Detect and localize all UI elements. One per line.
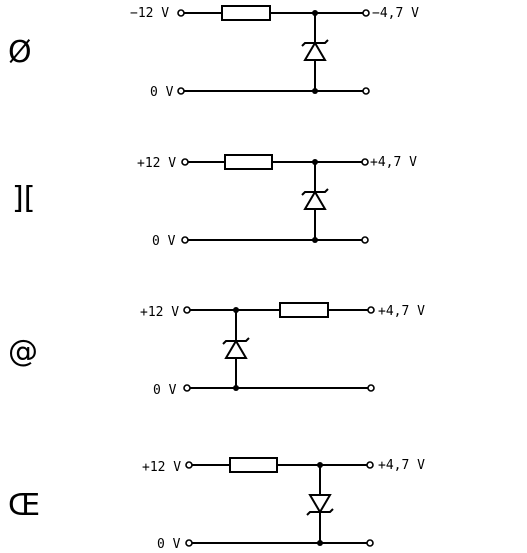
circuit-b-zener-diode: [303, 190, 327, 210]
circuit-b-zener-bar: [301, 188, 329, 196]
circuit-c-resistor: [279, 302, 329, 318]
circuit-d: +12 V 0 V +4,7 V: [142, 457, 425, 552]
circuit-d-resistor: [229, 457, 278, 473]
circuit-d-ground-terminal: [185, 539, 193, 547]
circuit-d-zener-bar: [306, 508, 334, 516]
circuit-d-ground-label: 0 V: [157, 537, 181, 552]
circuit-a-zener-diode: [303, 41, 327, 61]
circuit-d-output-terminal: [366, 461, 374, 469]
circuit-a-output-terminal: [362, 9, 370, 17]
circuit-a-output-ground-terminal: [362, 87, 370, 95]
circuit-c-ground-label: 0 V: [153, 383, 177, 398]
circuit-b: +12 V 0 V +4,7 V: [137, 154, 417, 249]
circuit-a-input-terminal: [177, 9, 185, 17]
circuit-b-ground-terminal: [181, 236, 189, 244]
circuit-c-input-label: +12 V: [140, 305, 179, 320]
circuit-d-output-label: +4,7 V: [378, 458, 425, 473]
circuit-b-input-terminal: [181, 158, 189, 166]
circuit-d-input-terminal: [185, 461, 193, 469]
circuit-a-node-top: [312, 10, 318, 16]
option-letter-b: ][: [12, 181, 36, 216]
circuit-b-output-label: +4,7 V: [370, 155, 417, 170]
circuit-c-zener-diode: [224, 339, 248, 359]
circuit-d-node-bottom: [317, 540, 323, 546]
circuit-a-ground-label: 0 V: [150, 85, 174, 100]
circuit-a-input-label: −12 V: [130, 6, 169, 21]
circuit-b-input-label: +12 V: [137, 156, 176, 171]
circuit-c-output-terminal: [367, 306, 375, 314]
circuit-d-input-label: +12 V: [142, 460, 181, 475]
circuit-c-output-label: +4,7 V: [378, 304, 425, 319]
circuit-c-node-bottom: [233, 385, 239, 391]
circuit-b-ground-label: 0 V: [152, 234, 176, 249]
circuit-b-output-terminal: [361, 158, 369, 166]
circuit-d-node-top: [317, 462, 323, 468]
circuit-b-node-bottom: [312, 237, 318, 243]
circuit-d-zener-diode: [308, 494, 332, 514]
circuit-a: −12 V 0 V −4,7 V: [130, 5, 419, 100]
circuit-a-ground-terminal: [177, 87, 185, 95]
circuit-d-output-ground-terminal: [366, 539, 374, 547]
circuit-c-ground-terminal: [183, 384, 191, 392]
circuit-b-output-ground-terminal: [361, 236, 369, 244]
circuit-c-input-terminal: [183, 306, 191, 314]
circuit-a-node-bottom: [312, 88, 318, 94]
circuit-a-output-label: −4,7 V: [372, 6, 419, 21]
circuit-b-resistor: [224, 154, 273, 170]
circuit-a-zener-bar: [301, 39, 329, 47]
option-letter-c: @: [8, 334, 38, 369]
circuit-c: +12 V 0 V +4,7 V: [140, 302, 425, 398]
circuit-b-node-top: [312, 159, 318, 165]
circuit-c-node-top: [233, 307, 239, 313]
option-letter-a: Ø: [8, 35, 32, 70]
circuit-c-output-ground-terminal: [367, 384, 375, 392]
circuit-c-zener-bar: [222, 337, 250, 345]
circuit-a-resistor: [221, 5, 271, 21]
option-letter-d: Œ: [8, 488, 41, 523]
